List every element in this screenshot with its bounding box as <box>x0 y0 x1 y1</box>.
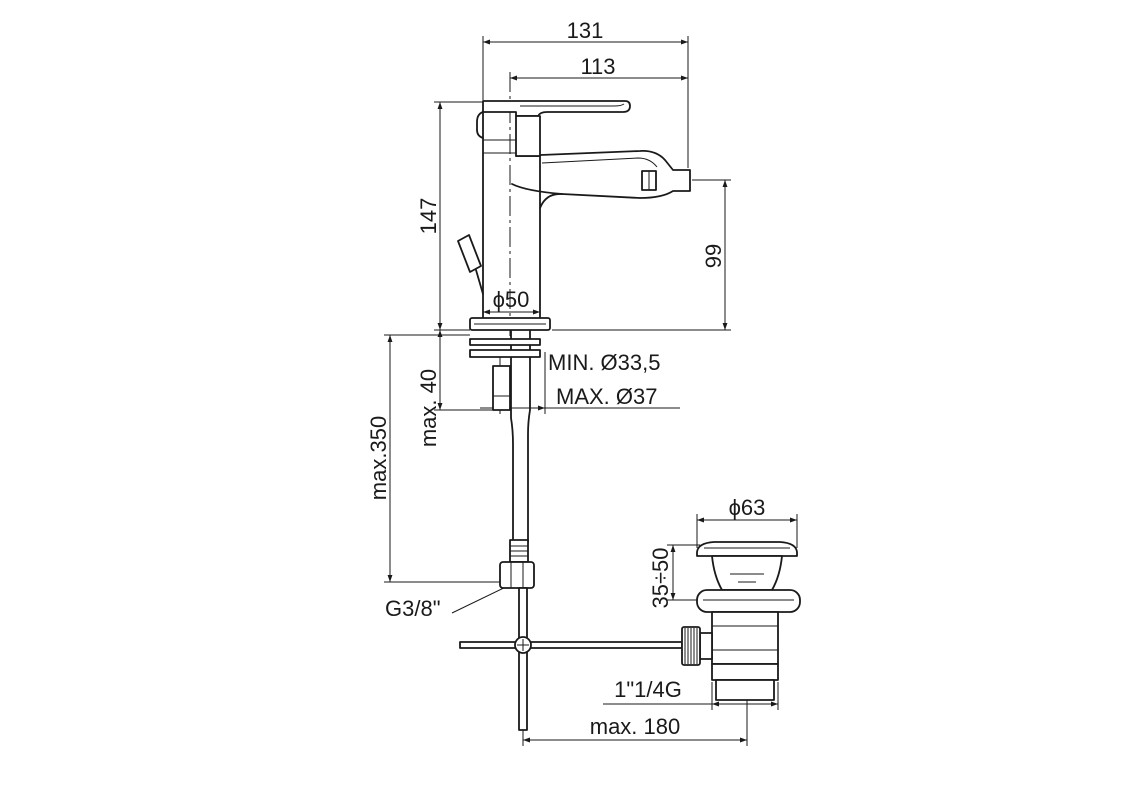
linkage-socket <box>699 632 713 660</box>
reach-dimension-label: 113 <box>580 54 615 79</box>
dimension-lines <box>384 36 798 746</box>
pop-up-rod <box>475 269 484 295</box>
pop-up-waste <box>681 541 801 701</box>
outlet-level-dimension-label: 99 <box>701 244 726 268</box>
plug-stem <box>730 573 764 583</box>
overall-dimension-label: 131 <box>567 18 604 43</box>
cap-diameter-label: ϕ63 <box>729 495 766 520</box>
linkage-nut-knurl <box>684 628 698 664</box>
lever-handle <box>482 100 631 117</box>
rise-dimension-label: 147 <box>416 198 441 235</box>
hose-thread-label: G3/8" <box>385 596 441 621</box>
deck-max-label: max. 40 <box>416 369 441 447</box>
waste-thread <box>711 663 779 681</box>
hose-left <box>510 330 514 543</box>
waste-thread-label: 1"1/4G <box>614 677 682 702</box>
linkage-rod <box>459 641 683 649</box>
washer-lower <box>469 349 541 358</box>
washer-upper <box>469 338 541 346</box>
lift-rod <box>518 587 528 731</box>
adjust-range-label: 35÷50 <box>648 547 673 608</box>
ferrule-ridges <box>510 545 528 557</box>
spout-top-face <box>541 157 658 168</box>
waste-locknut <box>696 589 801 613</box>
thread-leader-line <box>451 583 513 614</box>
waste-neck <box>711 555 783 591</box>
dimension-labels: 131 113 147 99 ϕ50 MIN. Ø33,5 MAX. Ø37 m… <box>366 18 765 739</box>
waste-cap <box>696 541 798 557</box>
rod-clamp-cross <box>517 639 529 651</box>
pop-up-knob <box>457 234 482 273</box>
body-diameter-label: ϕ50 <box>493 287 530 312</box>
waste-body-lines <box>712 625 778 651</box>
hose-nut <box>499 561 535 589</box>
hose-max-label: max.350 <box>366 416 391 500</box>
waste-tail <box>715 679 775 701</box>
cartridge-housing <box>515 115 541 157</box>
spout-junction <box>511 183 563 195</box>
waste-body <box>711 611 779 665</box>
hole-min-label: MIN. Ø33,5 <box>548 350 660 375</box>
hose-nut-facets <box>510 562 524 588</box>
lever-top-face <box>520 103 625 107</box>
handle-pivot <box>476 111 484 139</box>
rod-reach-label: max. 180 <box>590 714 681 739</box>
under-deck-fittings <box>459 330 683 731</box>
hose-right <box>527 330 531 543</box>
hole-max-label: MAX. Ø37 <box>556 384 657 409</box>
bidet-mixer <box>457 100 691 331</box>
fixing-stud <box>492 365 511 411</box>
